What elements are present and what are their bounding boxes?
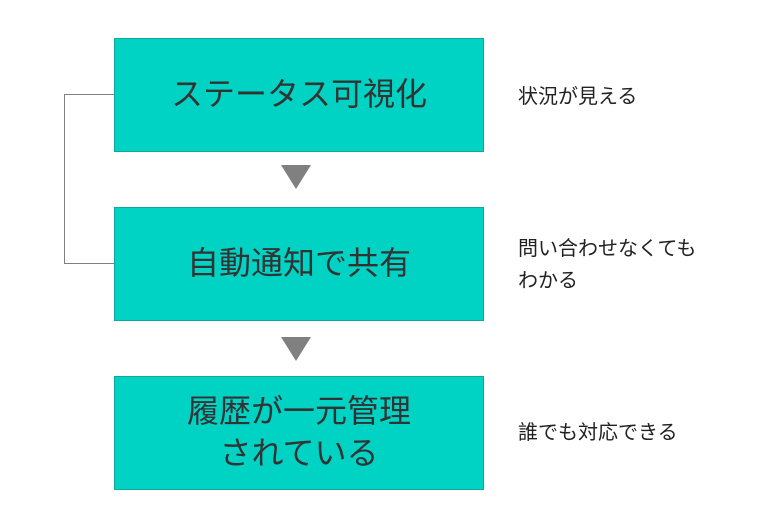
down-arrow-icon — [281, 165, 311, 189]
step-label-2: 自動通知で共有 — [186, 244, 411, 283]
step-note-2: 問い合わせなくても わかる — [518, 236, 697, 292]
down-arrow-icon — [281, 337, 311, 361]
step-label-1: ステータス可視化 — [170, 75, 427, 114]
step-box-3: 履歴が一元管理 されている — [114, 376, 484, 490]
step-note-1: 状況が見える — [518, 84, 638, 108]
feedback-connector-line — [64, 94, 114, 264]
step-note-3: 誰でも対応できる — [518, 420, 678, 444]
step-box-1: ステータス可視化 — [114, 38, 484, 152]
step-box-2: 自動通知で共有 — [114, 207, 484, 321]
step-label-3: 履歴が一元管理 されている — [186, 392, 411, 472]
